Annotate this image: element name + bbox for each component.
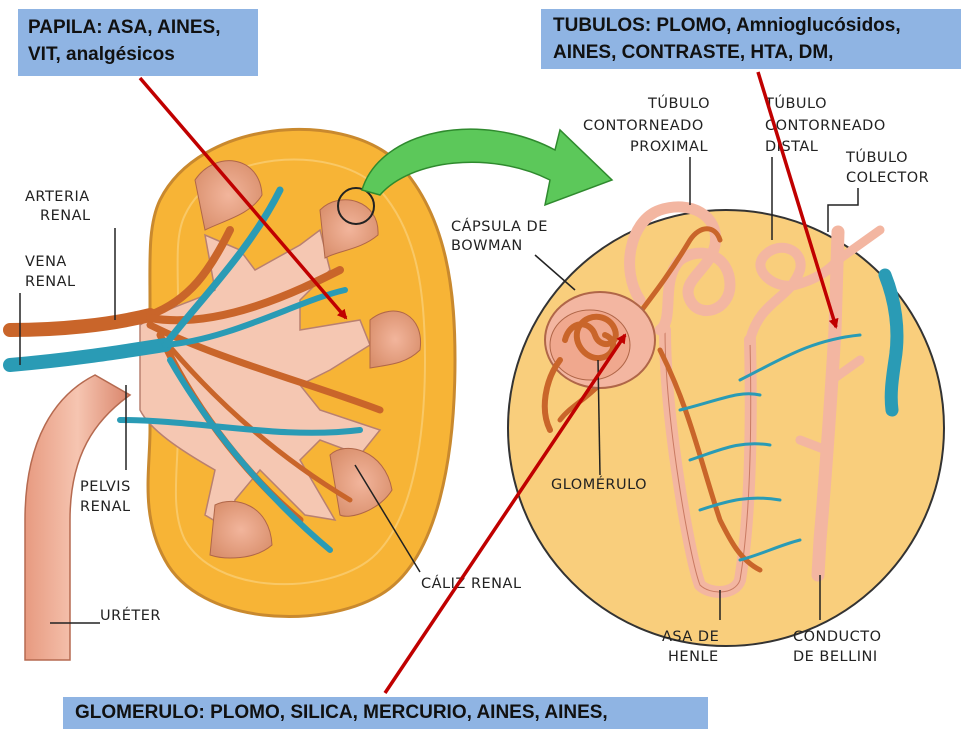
label-conducto-2: DE BELLINI: [793, 649, 878, 665]
label-capsula-2: BOWMAN: [451, 238, 523, 254]
label-tubulo-colector-2: COLECTOR: [846, 170, 929, 186]
label-tubulo-distal-3: DISTAL: [765, 139, 818, 155]
label-pelvis-renal-1: PELVIS: [80, 479, 131, 495]
label-tubulo-proximal-1: TÚBULO: [647, 94, 710, 112]
label-arteria-renal-1: ARTERIA: [25, 189, 90, 205]
label-vena-renal-2: RENAL: [25, 274, 76, 290]
label-caliz-renal: CÁLIZ RENAL: [421, 575, 522, 592]
label-asa-henle-2: HENLE: [668, 649, 719, 665]
label-conducto-1: CONDUCTO: [793, 629, 882, 645]
label-tubulo-proximal-3: PROXIMAL: [630, 139, 708, 155]
nephron-zoom: [508, 207, 944, 646]
label-tubulo-proximal-2: CONTORNEADO: [583, 118, 704, 134]
callout-glomerulo: GLOMERULO: PLOMO, SILICA, MERCURIO, AINE…: [63, 697, 708, 729]
callout-tubulos-text: TUBULOS: PLOMO, Amnioglucósidos, AINES, …: [553, 15, 901, 63]
callout-tubulos: TUBULOS: PLOMO, Amnioglucósidos, AINES, …: [541, 9, 961, 69]
label-tubulo-distal-2: CONTORNEADO: [765, 118, 886, 134]
label-arteria-renal-2: RENAL: [40, 208, 91, 224]
label-pelvis-renal-2: RENAL: [80, 499, 131, 515]
label-vena-renal-1: VENA: [25, 254, 67, 270]
label-asa-henle-1: ASA DE: [662, 629, 719, 645]
label-glomerulo: GLOMÉRULO: [551, 476, 647, 493]
label-ureter: URÉTER: [100, 607, 161, 624]
callout-papila: PAPILA: ASA, AINES, VIT, analgésicos: [18, 9, 258, 76]
label-tubulo-colector-1: TÚBULO: [845, 148, 908, 166]
label-capsula-1: CÁPSULA DE: [451, 218, 548, 235]
callout-papila-text: PAPILA: ASA, AINES, VIT, analgésicos: [28, 17, 220, 65]
callout-glomerulo-text: GLOMERULO: PLOMO, SILICA, MERCURIO, AINE…: [75, 702, 608, 723]
label-tubulo-distal-1: TÚBULO: [764, 94, 827, 112]
